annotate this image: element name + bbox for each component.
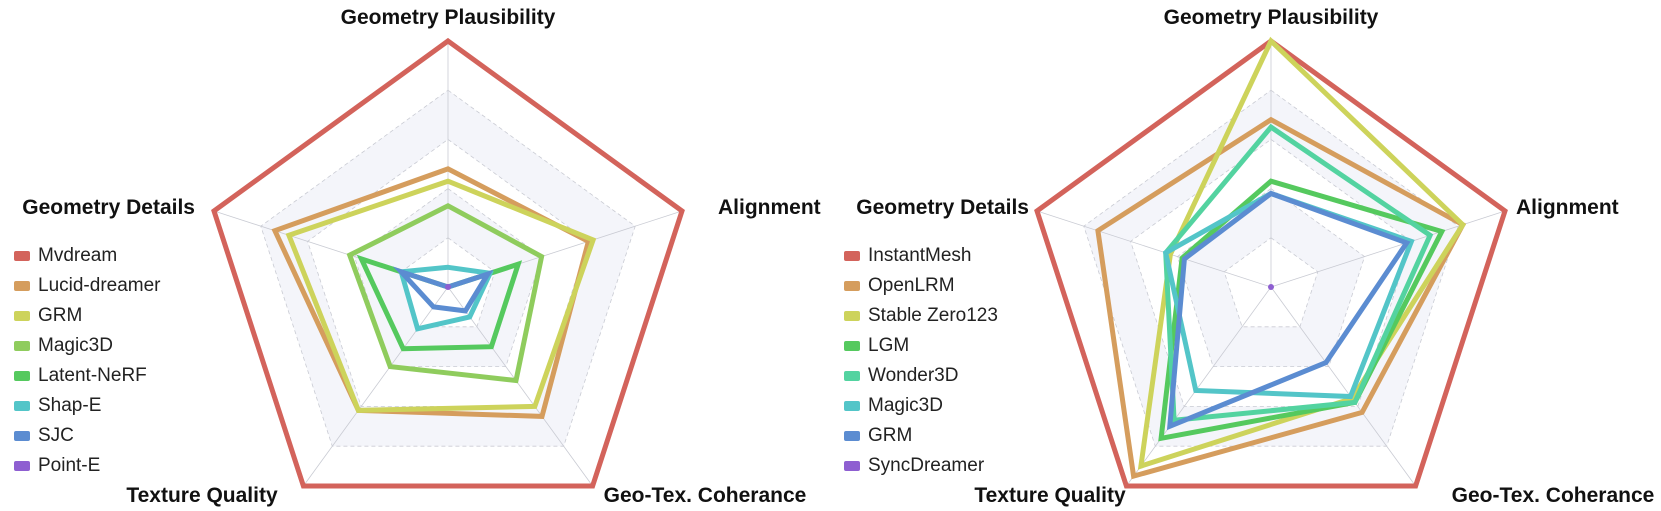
legend-label: Magic3D (38, 335, 113, 356)
axis-label: Geo-Tex. Coherance (604, 484, 807, 507)
legend-swatch (844, 341, 860, 351)
legend-swatch (14, 431, 30, 441)
axis-spoke (1270, 286, 1416, 487)
series-grm-line (285, 178, 597, 413)
legend-swatch (844, 431, 860, 441)
axis-label: Texture Quality (974, 484, 1126, 507)
legend-swatch (844, 401, 860, 411)
axis-spoke (1036, 210, 1272, 288)
legend-swatch (14, 371, 30, 381)
legend-label: Mvdream (38, 245, 117, 266)
legend-swatch (14, 341, 30, 351)
axis-spoke (1126, 286, 1272, 487)
series-mvdream-line (211, 37, 685, 489)
series-point-e-point (445, 284, 451, 290)
axis-label: Geometry Plausibility (1164, 6, 1379, 29)
legend-swatch (844, 281, 860, 291)
series-magic3d-line (346, 202, 545, 384)
legend-swatch (14, 251, 30, 261)
legend-swatch (844, 461, 860, 471)
legend-swatch (844, 251, 860, 261)
legend-label: InstantMesh (868, 245, 972, 266)
legend-label: Lucid-dreamer (38, 275, 161, 296)
series-instantmesh-line (1034, 37, 1508, 489)
legend-label: SyncDreamer (868, 455, 985, 476)
series-syncdreamer-point (1268, 284, 1274, 290)
legend-label: Point-E (38, 455, 100, 476)
axis-label: Geometry Plausibility (341, 6, 556, 29)
axis-label: Alignment (718, 196, 821, 219)
legend-swatch (14, 281, 30, 291)
series-openlrm-line (1095, 116, 1467, 480)
series-latent-nerf-line (356, 254, 523, 352)
legend-swatch (14, 401, 30, 411)
axis-label: Geometry Details (22, 196, 195, 219)
legend-label: LGM (868, 335, 909, 356)
legend-label: GRM (38, 305, 82, 326)
legend-label: Wonder3D (868, 365, 958, 386)
series-grm-line (1166, 190, 1411, 431)
series-wonder3d-line (1163, 123, 1434, 424)
legend-label: Latent-NeRF (38, 365, 147, 386)
axis-label: Geometry Details (856, 196, 1029, 219)
axis-spoke (447, 286, 593, 487)
legend-swatch (14, 311, 30, 321)
series-shap-e-line (397, 264, 494, 332)
legend-label: Magic3D (868, 395, 943, 416)
series-sjc-line (392, 266, 494, 314)
axis-label: Geo-Tex. Coherance (1452, 484, 1655, 507)
legend-label: Shap-E (38, 395, 101, 416)
legend-swatch (844, 371, 860, 381)
axis-label: Alignment (1516, 196, 1619, 219)
axis-label: Texture Quality (126, 484, 278, 507)
legend-swatch (14, 461, 30, 471)
legend-label: SJC (38, 425, 74, 446)
legend-label: OpenLRM (868, 275, 955, 296)
series-magic3d-line (1162, 190, 1415, 400)
axis-spoke (303, 286, 449, 487)
legend-swatch (844, 311, 860, 321)
legend-label: Stable Zero123 (868, 305, 998, 326)
legend-label: GRM (868, 425, 912, 446)
series-stable-zero123-line (1137, 36, 1467, 470)
